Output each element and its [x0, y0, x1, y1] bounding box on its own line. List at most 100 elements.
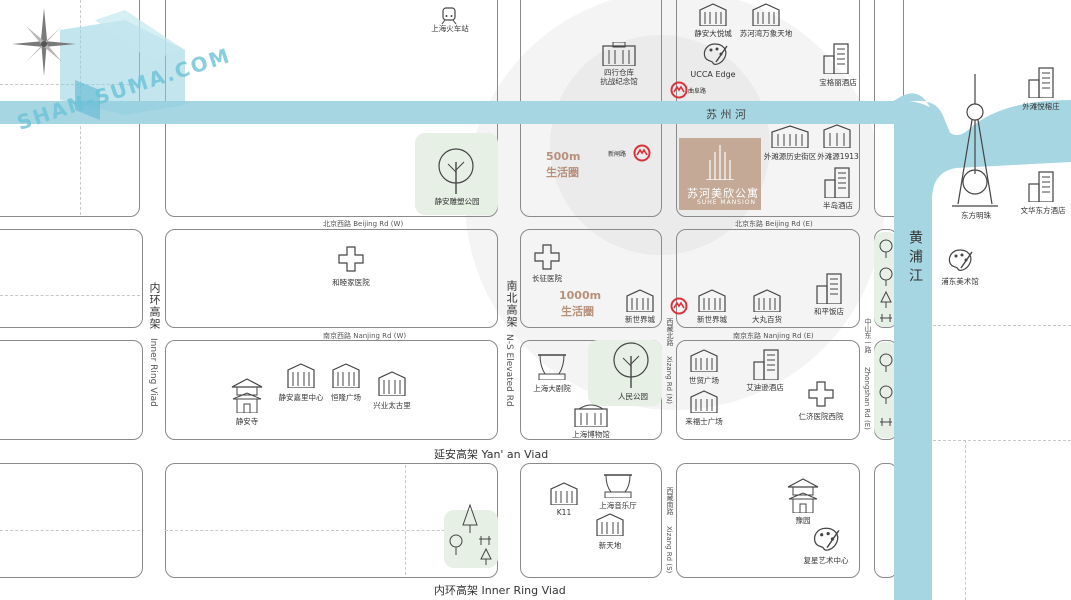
radius-500m-sub: 生活圈 — [546, 166, 579, 179]
block — [165, 463, 498, 578]
block — [0, 463, 143, 578]
museum-building-icon — [574, 404, 608, 427]
poi-label: 和平饭店 — [814, 307, 844, 316]
watermark-logo — [60, 10, 185, 120]
project-building-icon — [706, 145, 734, 180]
poi-label: 上海火车站 — [431, 24, 469, 33]
radius-500m-label: 500m — [546, 150, 581, 163]
poi-label: 来福士广场 — [685, 417, 723, 426]
tree-icon — [879, 353, 893, 426]
poi-label: 恒隆广场 — [331, 393, 361, 402]
road-ns-cn: 南北高架 — [505, 280, 518, 328]
road-beijing-w: 北京西路 Beijing Rd (W) — [323, 220, 404, 228]
tree-icon — [613, 342, 649, 388]
minor-road — [165, 530, 495, 531]
museum-building-icon — [602, 42, 636, 66]
compass-icon — [12, 8, 76, 76]
block — [520, 229, 662, 328]
tree-icon — [449, 503, 492, 565]
poi-label: 人民公园 — [618, 392, 648, 401]
mall-building-icon — [690, 390, 718, 413]
hotel-building-icon — [753, 349, 779, 380]
poi-label: 复星艺术中心 — [803, 556, 849, 565]
tree-icon — [438, 148, 474, 194]
hospital-cross-icon — [534, 244, 560, 270]
hotel-building-icon — [823, 43, 849, 74]
metro-icon — [670, 81, 688, 99]
block — [520, 463, 662, 578]
art-palette-icon — [948, 249, 973, 271]
poi-label: 新世界城 — [697, 315, 727, 324]
road-zhongshan-cn: 中山东一路 — [864, 318, 872, 353]
block — [676, 229, 860, 328]
block — [676, 340, 860, 440]
art-palette-icon — [703, 43, 728, 65]
suzhou-creek-label: 苏 州 河 — [706, 108, 746, 121]
metro-qufu-label: 曲阜路 — [688, 88, 707, 95]
block — [0, 340, 143, 440]
road-xizang-n-en: Xizang Rd (N) — [665, 356, 673, 405]
poi-label: 上海博物馆 — [572, 430, 610, 439]
road-inner-ring-v-cn: 内环高架 — [148, 282, 161, 330]
historic-building-icon — [823, 124, 851, 148]
poi-label: 半岛酒店 — [823, 201, 853, 210]
theatre-icon — [538, 354, 566, 380]
hotel-building-icon — [824, 167, 850, 198]
metro-xinzha-label: 新闸路 — [608, 151, 627, 158]
poi-label: 东方明珠 — [961, 211, 991, 220]
project-name-en: SUHE MANSION — [697, 199, 756, 206]
poi-label: 上海大剧院 — [533, 384, 571, 393]
poi-label: 外滩悦榕庄 — [1022, 102, 1060, 111]
poi-label: 世贸广场 — [689, 376, 719, 385]
mall-building-icon — [287, 363, 315, 388]
minor-road — [0, 295, 140, 296]
project-marker[interactable]: 苏河美欣公寓 SUHE MANSION — [679, 138, 761, 210]
poi-label: 和睦家医院 — [332, 278, 370, 287]
mall-building-icon — [690, 349, 718, 372]
poi-label: 长征医院 — [532, 274, 562, 283]
hotel-building-icon — [1028, 67, 1054, 98]
minor-road — [405, 465, 406, 575]
peoples-park-area — [588, 340, 662, 406]
poi-label: UCCA Edge — [690, 70, 736, 79]
mall-building-icon — [698, 289, 726, 312]
mall-building-icon — [699, 3, 727, 26]
poi-label: 上海音乐厅 — [599, 501, 637, 510]
minor-road — [898, 440, 1071, 441]
hospital-cross-icon — [808, 381, 834, 407]
project-name: 苏河美欣公寓 — [687, 187, 759, 200]
mall-building-icon — [550, 482, 578, 505]
block — [0, 229, 143, 328]
tree-icon — [879, 239, 893, 322]
theatre-icon — [604, 474, 632, 498]
art-palette-icon — [813, 527, 840, 551]
mall-building-icon — [596, 513, 624, 536]
hospital-cross-icon — [338, 246, 364, 272]
poi-label: 苏河湾万象天地 — [739, 29, 793, 38]
historic-building-icon — [771, 125, 809, 148]
radius-1000m-label: 1000m — [559, 289, 602, 302]
poi-label: 浦东美术馆 — [941, 277, 979, 286]
block — [165, 229, 498, 328]
radius-1000m-sub: 生活圈 — [561, 305, 594, 318]
poi-label: 外滩源历史街区 — [763, 152, 817, 161]
huangpu-river-label: 黄浦江 — [907, 230, 923, 287]
minor-road — [898, 325, 1071, 326]
road-yanan: 延安高架 Yan' an Viad — [434, 448, 549, 461]
road-xizang-cn: 西藏北路 — [666, 318, 674, 346]
road-beijing-e: 北京东路 Beijing Rd (E) — [735, 220, 813, 228]
temple-icon — [231, 378, 263, 413]
poi-label: 大丸百货 — [752, 315, 782, 324]
road-inner-ring-bottom: 内环高架 Inner Ring Viad — [434, 584, 566, 597]
temple-icon — [787, 478, 819, 513]
poi-label: 新天地 — [598, 541, 622, 550]
poi-label: 艾迪逊酒店 — [746, 383, 784, 392]
poi-label: 新世界城 — [625, 315, 655, 324]
poi-label: 豫园 — [795, 516, 811, 525]
mall-building-icon — [753, 289, 781, 312]
block — [676, 463, 860, 578]
poi-label: 静安大悦城 — [694, 29, 732, 38]
mall-building-icon — [332, 363, 360, 388]
mall-building-icon — [626, 289, 654, 312]
